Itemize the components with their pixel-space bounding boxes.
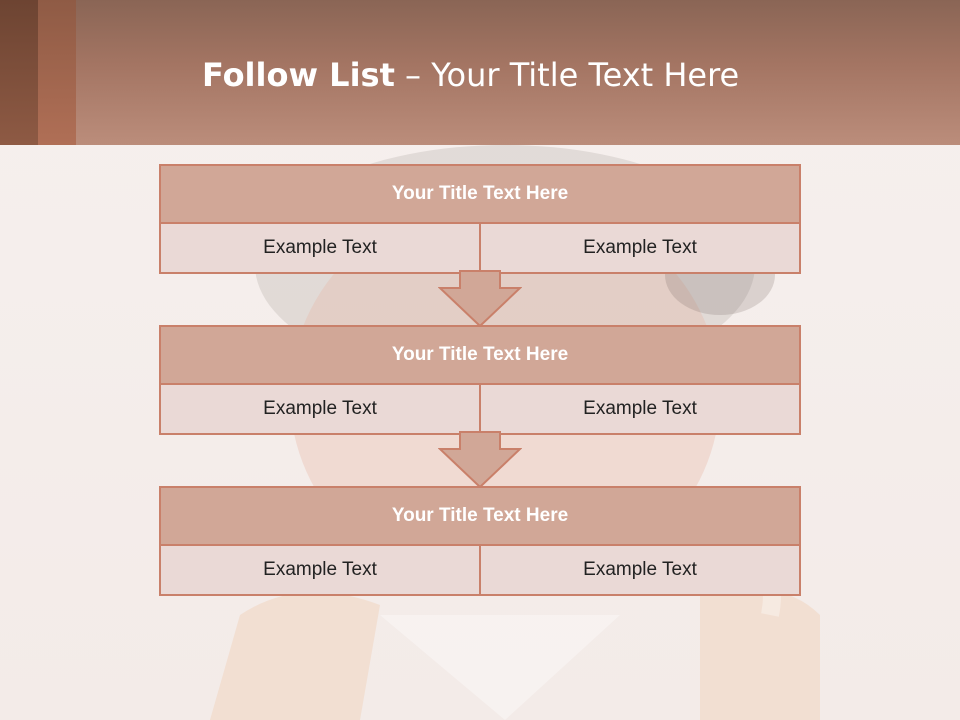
slide-title: Follow List – Your Title Text Here: [202, 56, 739, 94]
list-box-title: Your Title Text Here: [161, 488, 799, 546]
list-box-right-cell: Example Text: [479, 546, 799, 594]
list-box-row: Example Text Example Text: [161, 385, 799, 433]
down-arrow-icon: [438, 431, 522, 489]
list-box-1: Your Title Text Here Example Text Exampl…: [159, 164, 801, 274]
list-box-3: Your Title Text Here Example Text Exampl…: [159, 486, 801, 596]
header-accent-dark: [0, 0, 38, 145]
list-box-left-cell: Example Text: [263, 237, 377, 258]
down-arrow-icon: [438, 270, 522, 328]
list-box-row: Example Text Example Text: [161, 546, 799, 594]
header-band: Follow List – Your Title Text Here: [0, 0, 960, 145]
title-rest: – Your Title Text Here: [405, 56, 740, 94]
list-box-right-cell: Example Text: [479, 385, 799, 433]
title-bold: Follow List: [202, 56, 395, 94]
list-box-title: Your Title Text Here: [161, 166, 799, 224]
header-accent-mid: [38, 0, 76, 145]
list-box-2: Your Title Text Here Example Text Exampl…: [159, 325, 801, 435]
list-box-left-cell: Example Text: [263, 559, 377, 580]
list-box-right-cell: Example Text: [479, 224, 799, 272]
list-box-title: Your Title Text Here: [161, 327, 799, 385]
list-box-row: Example Text Example Text: [161, 224, 799, 272]
list-box-left-cell: Example Text: [263, 398, 377, 419]
